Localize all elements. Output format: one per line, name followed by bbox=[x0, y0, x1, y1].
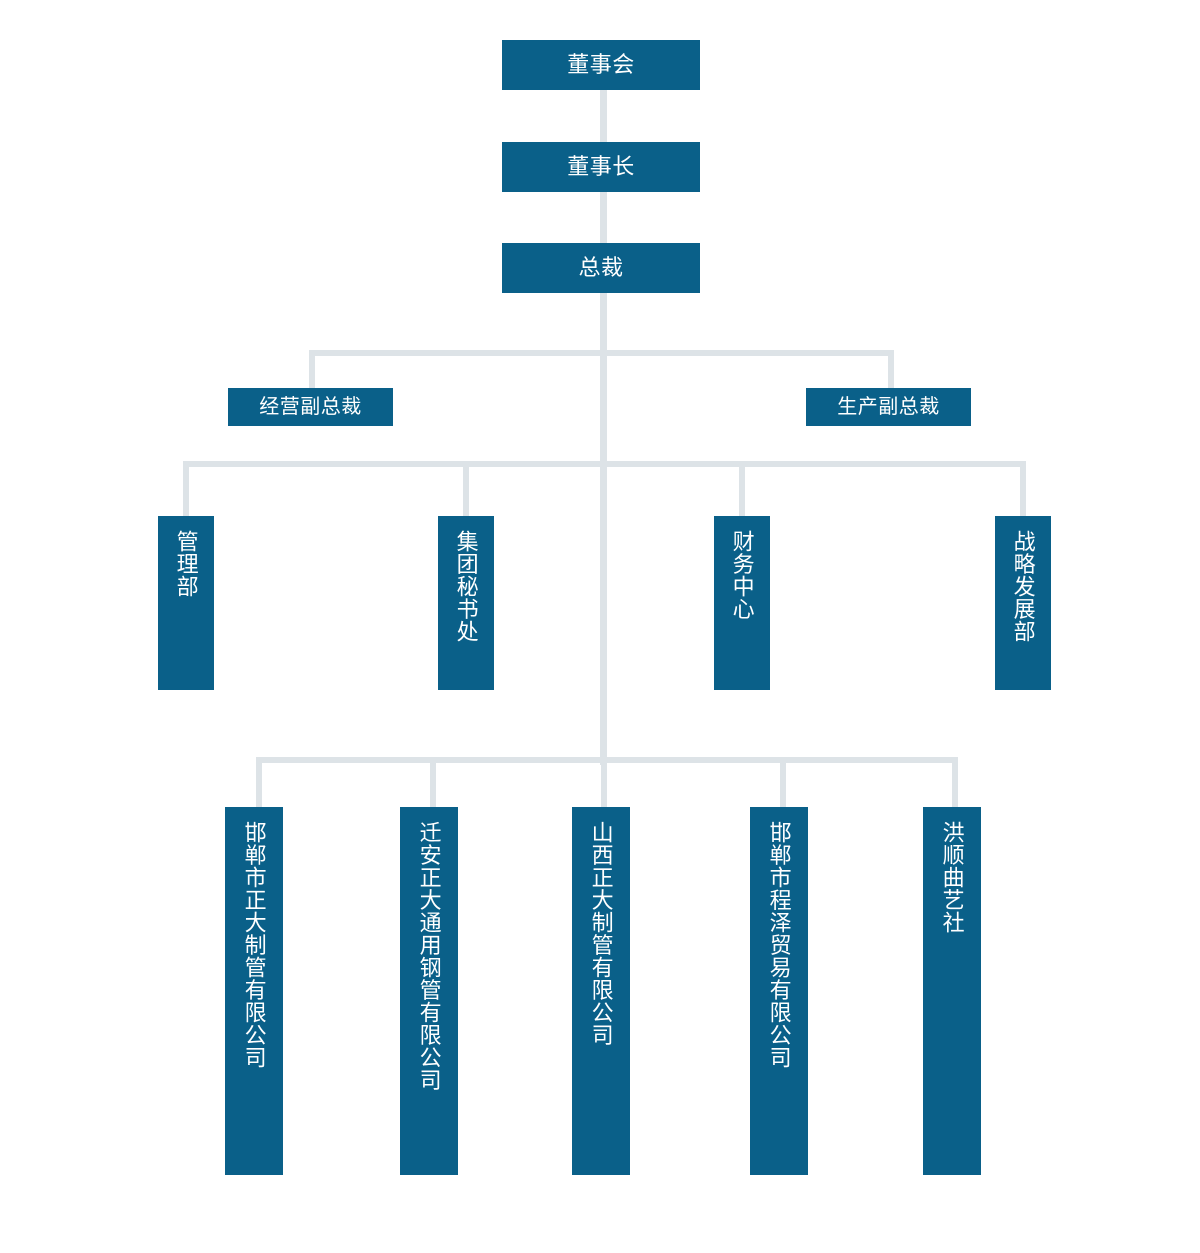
node-chairman[interactable]: 董事长 bbox=[502, 142, 700, 192]
connector-department-bus bbox=[183, 461, 1026, 467]
node-vp-operations[interactable]: 经营副总裁 bbox=[228, 388, 393, 426]
connector-dept-management-drop bbox=[183, 461, 189, 516]
node-dept-finance-label: 财务中心 bbox=[729, 530, 755, 620]
connector-sub-handan-zhengda-drop bbox=[256, 757, 262, 807]
connector-vp-operations-drop bbox=[309, 350, 315, 388]
connector-sub-hongshun-drop bbox=[952, 757, 958, 807]
node-sub-hongshun[interactable]: 洪顺曲艺社 bbox=[923, 807, 981, 1175]
node-sub-handan-chengze-label: 邯郸市程泽贸易有限公司 bbox=[766, 821, 792, 1069]
node-sub-handan-zhengda[interactable]: 邯郸市正大制管有限公司 bbox=[225, 807, 283, 1175]
node-vp-production-label: 生产副总裁 bbox=[837, 395, 940, 418]
node-sub-hongshun-label: 洪顺曲艺社 bbox=[939, 821, 965, 934]
connector-dept-secretariat-drop bbox=[463, 461, 469, 516]
connector-vp-production-drop bbox=[888, 350, 894, 388]
node-dept-management-label: 管理部 bbox=[173, 530, 199, 598]
connector-sub-shanxi-zhengda-drop bbox=[601, 757, 607, 807]
node-sub-qianan-zhengda-label: 迁安正大通用钢管有限公司 bbox=[416, 821, 442, 1091]
node-dept-secretariat[interactable]: 集团秘书处 bbox=[438, 516, 494, 690]
node-board[interactable]: 董事会 bbox=[502, 40, 700, 90]
connector-sub-handan-chengze-drop bbox=[780, 757, 786, 807]
node-sub-handan-zhengda-label: 邯郸市正大制管有限公司 bbox=[241, 821, 267, 1069]
connector-subsidiary-bus bbox=[256, 757, 958, 763]
node-sub-handan-chengze[interactable]: 邯郸市程泽贸易有限公司 bbox=[750, 807, 808, 1175]
connector-dept-finance-drop bbox=[739, 461, 745, 516]
connector-vp-bus bbox=[309, 350, 894, 356]
node-chairman-label: 董事长 bbox=[567, 154, 635, 180]
node-dept-finance[interactable]: 财务中心 bbox=[714, 516, 770, 690]
connector-chairman-to-president bbox=[600, 192, 607, 243]
node-president[interactable]: 总裁 bbox=[502, 243, 700, 293]
node-sub-shanxi-zhengda[interactable]: 山西正大制管有限公司 bbox=[572, 807, 630, 1175]
connector-president-trunk bbox=[600, 293, 607, 765]
node-sub-shanxi-zhengda-label: 山西正大制管有限公司 bbox=[588, 821, 614, 1046]
node-dept-secretariat-label: 集团秘书处 bbox=[453, 530, 479, 643]
node-dept-strategy[interactable]: 战略发展部 bbox=[995, 516, 1051, 690]
node-dept-strategy-label: 战略发展部 bbox=[1010, 530, 1036, 643]
node-vp-production[interactable]: 生产副总裁 bbox=[806, 388, 971, 426]
node-president-label: 总裁 bbox=[578, 255, 624, 281]
node-board-label: 董事会 bbox=[567, 52, 635, 78]
connector-sub-qianan-zhengda-drop bbox=[430, 757, 436, 807]
node-vp-operations-label: 经营副总裁 bbox=[259, 395, 362, 418]
node-sub-qianan-zhengda[interactable]: 迁安正大通用钢管有限公司 bbox=[400, 807, 458, 1175]
connector-dept-strategy-drop bbox=[1020, 461, 1026, 516]
node-dept-management[interactable]: 管理部 bbox=[158, 516, 214, 690]
connector-board-to-chairman bbox=[600, 90, 607, 142]
